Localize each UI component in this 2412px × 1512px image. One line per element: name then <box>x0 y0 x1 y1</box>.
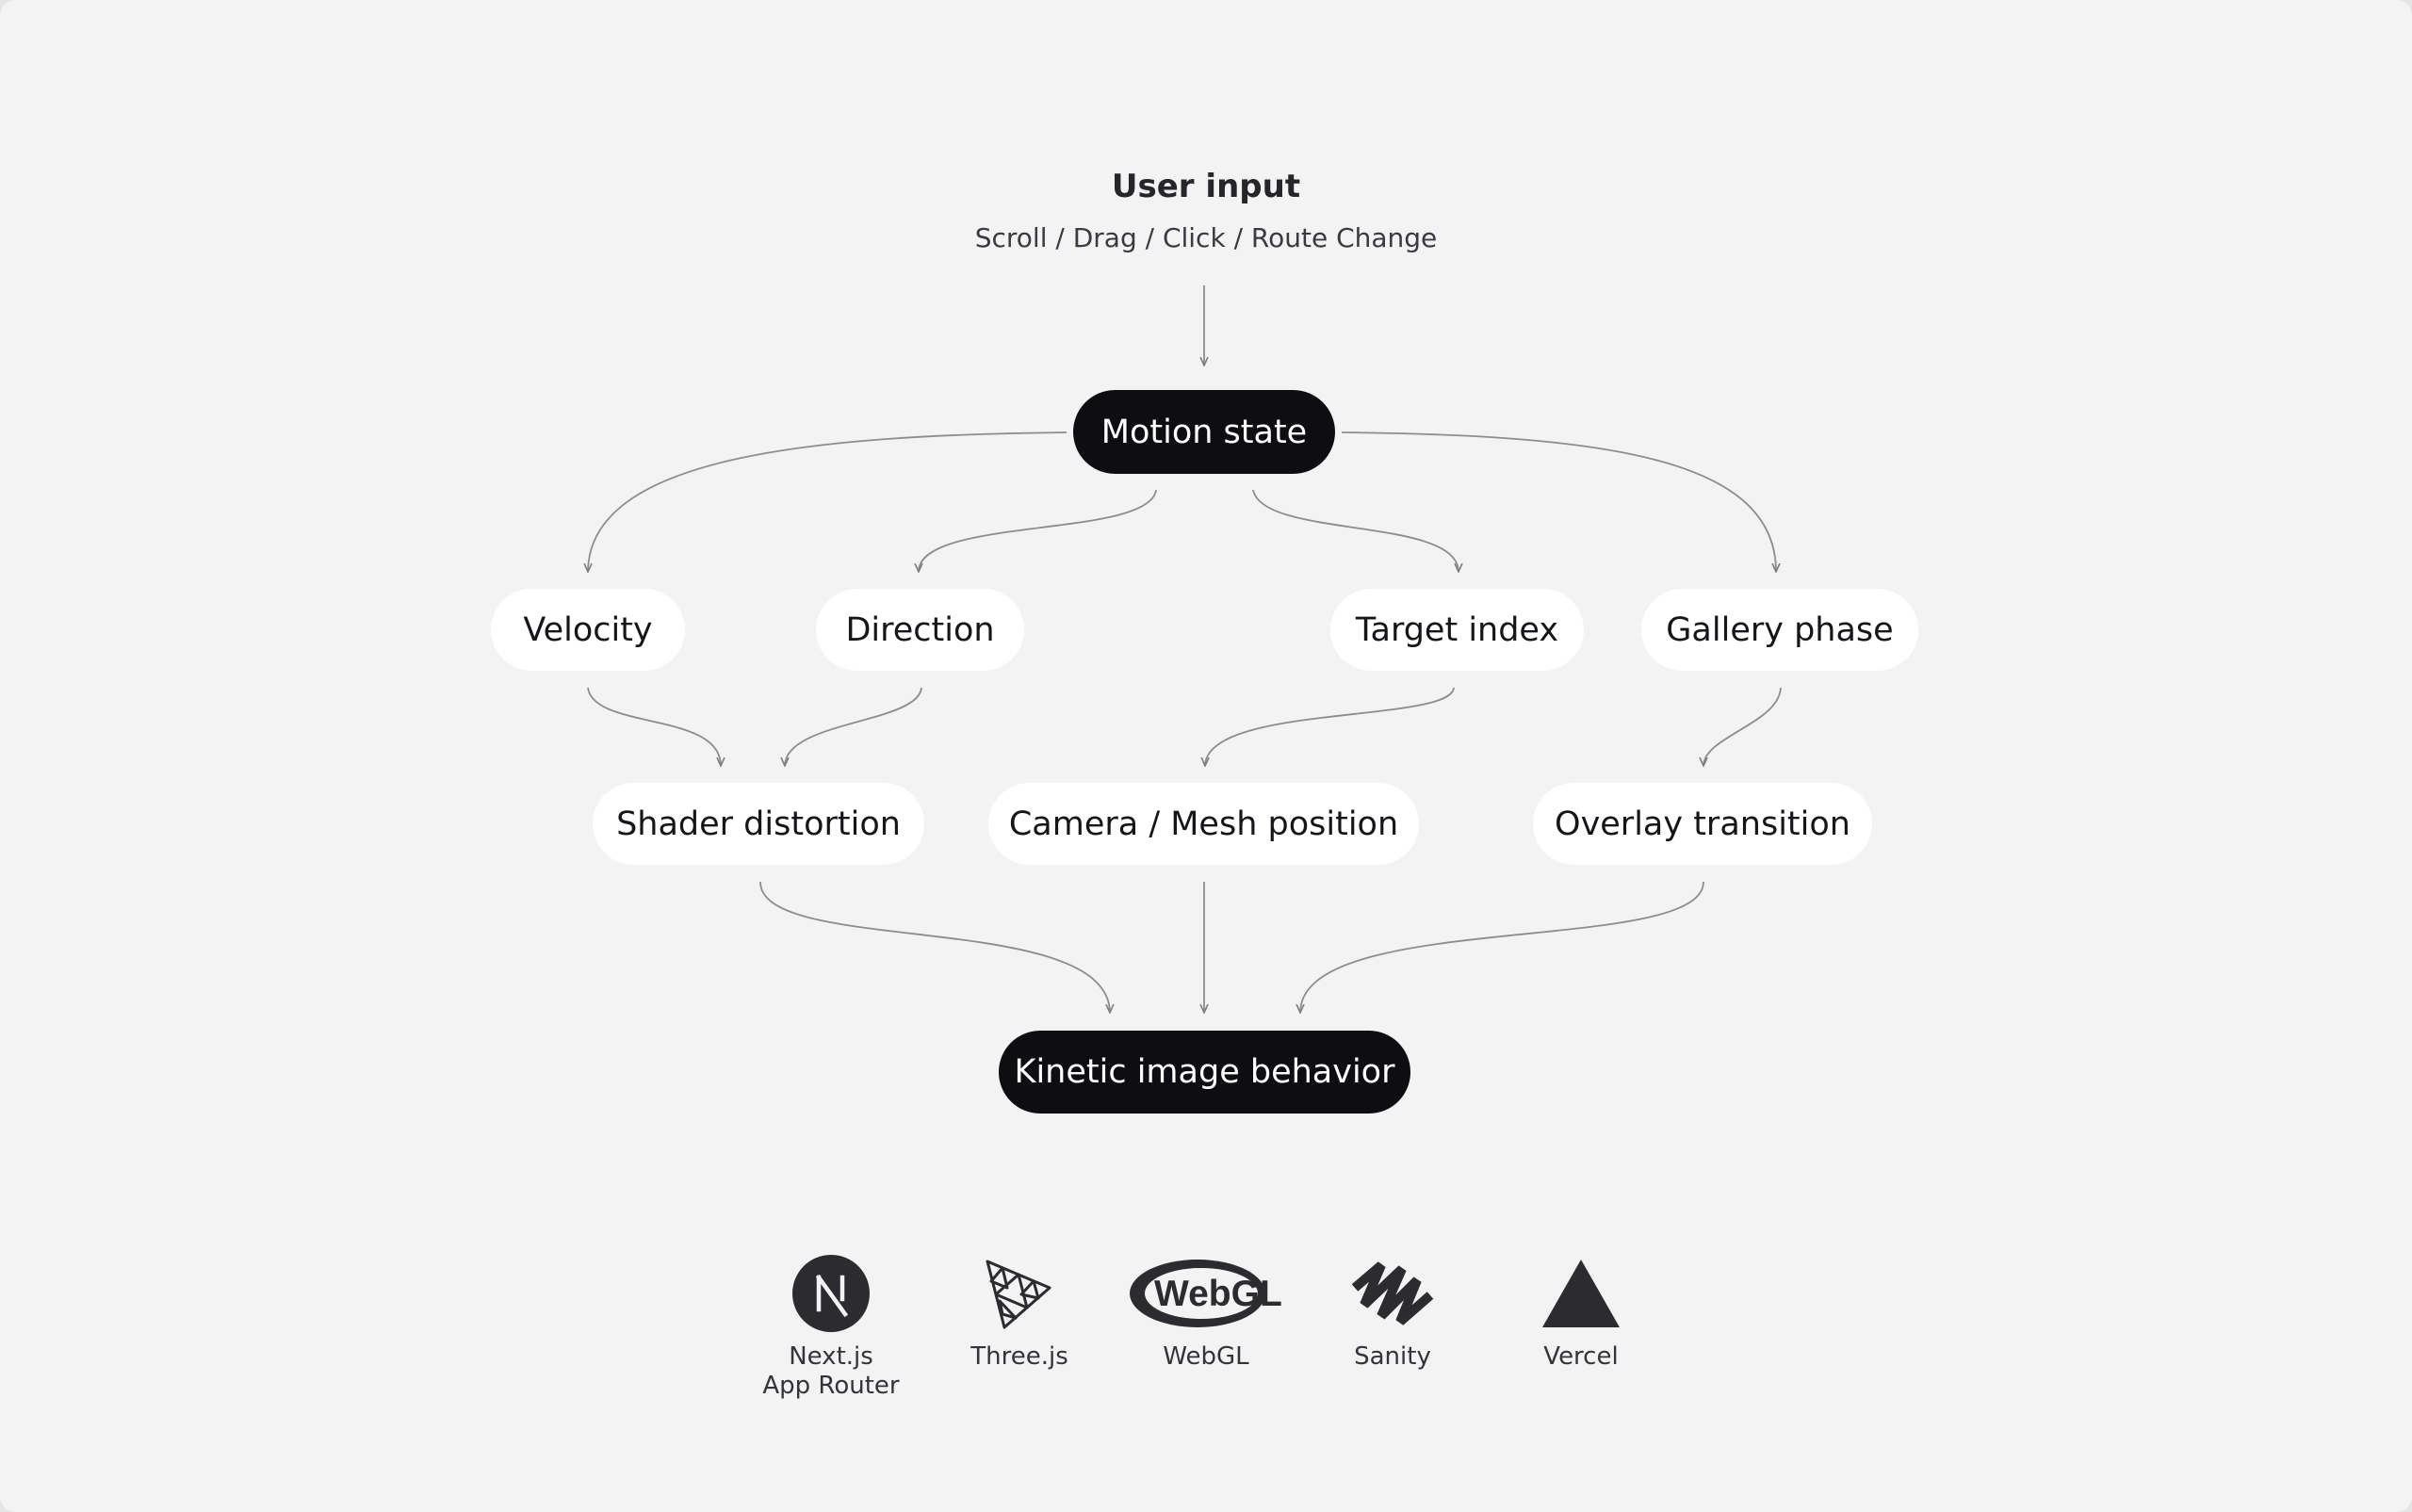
webgl-icon: WebGL <box>1130 1260 1282 1327</box>
logo-sanity: Sanity <box>1317 1248 1468 1372</box>
nextjs-icon <box>792 1255 870 1332</box>
logo-threejs: Three.js <box>944 1248 1095 1372</box>
node-camera-mesh-position: Camera / Mesh position <box>988 783 1419 865</box>
connector-motion-to-target <box>1252 489 1459 572</box>
logo-webgl: WebGL WebGL <box>1121 1248 1291 1372</box>
node-overlay-transition: Overlay transition <box>1533 783 1872 865</box>
input-title: User input <box>1111 168 1301 205</box>
node-motion-state: Motion state <box>1073 390 1335 474</box>
webgl-label: WebGL <box>1163 1342 1249 1371</box>
connector-velocity-to-shader <box>587 687 721 766</box>
threejs-label: Three.js <box>970 1342 1068 1371</box>
connector-motion-to-gallery <box>1341 431 1776 572</box>
nextjs-label-line2: App Router <box>762 1372 900 1400</box>
connector-gallery-to-overlay <box>1703 687 1782 766</box>
vercel-label: Vercel <box>1543 1342 1619 1371</box>
node-target-index: Target index <box>1330 589 1584 671</box>
node-direction: Direction <box>816 589 1024 671</box>
input-subtitle: Scroll / Drag / Click / Route Change <box>974 222 1438 253</box>
nextjs-label-line1: Next.js <box>789 1342 873 1371</box>
node-gallery-phase: Gallery phase <box>1641 589 1918 671</box>
connector-overlay-to-kinetic <box>1300 881 1704 1013</box>
node-kinetic-image-behavior: Kinetic image behavior <box>999 1031 1410 1114</box>
connector-shader-to-kinetic <box>759 881 1110 1013</box>
vercel-icon <box>1542 1260 1620 1327</box>
connector-target-to-camera <box>1205 687 1455 766</box>
node-shader-distortion: Shader distortion <box>593 783 924 865</box>
connector-motion-to-direction <box>919 489 1157 572</box>
svg-text:WebGL: WebGL <box>1154 1274 1282 1314</box>
sanity-label: Sanity <box>1354 1342 1431 1371</box>
node-velocity: Velocity <box>491 589 685 671</box>
logo-vercel: Vercel <box>1506 1248 1656 1372</box>
threejs-icon <box>986 1260 1051 1329</box>
connector-direction-to-shader <box>785 687 922 766</box>
connector-motion-to-velocity <box>588 431 1067 572</box>
sanity-icon <box>1351 1261 1434 1325</box>
logo-nextjs: Next.js App Router <box>756 1248 906 1401</box>
